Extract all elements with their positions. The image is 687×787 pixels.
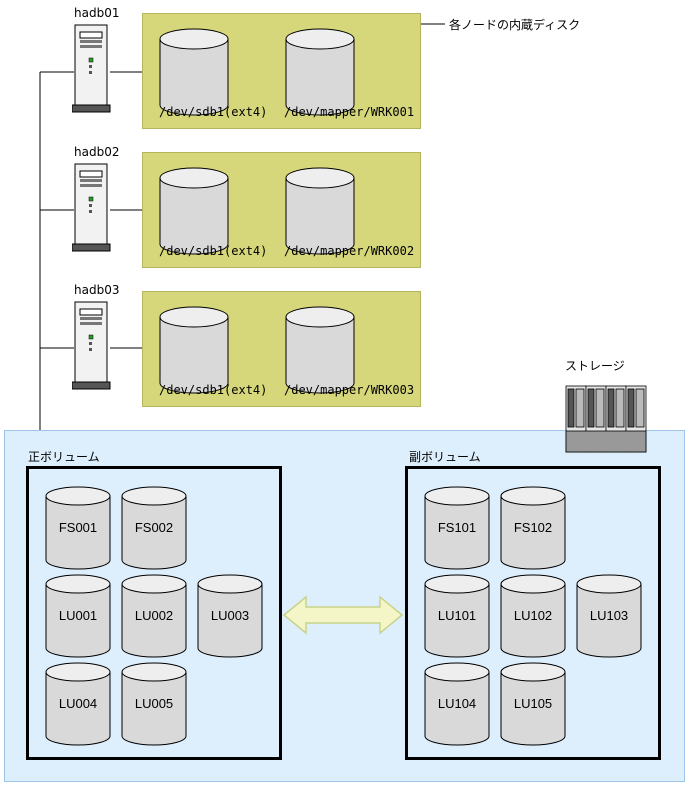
volume-cylinder: LU001: [44, 574, 112, 662]
volume-label: LU101: [437, 608, 477, 623]
volume-cylinder: LU103: [575, 574, 643, 662]
volume-cylinder: LU102: [499, 574, 567, 662]
node-internal-disks-hadb03: /dev/sdb1(ext4) /dev/mapper/WRK003: [142, 291, 421, 407]
volume-label: FS002: [134, 520, 174, 535]
storage-label: ストレージ: [565, 359, 625, 373]
server-icon: [72, 301, 111, 390]
server-icon: [72, 163, 111, 252]
internal-disk-label: 各ノードの内蔵ディスク: [449, 18, 581, 32]
disk-icon: [285, 167, 355, 255]
volume-label: FS001: [58, 520, 98, 535]
volume-cylinder: FS101: [423, 486, 491, 574]
disk-icon: [159, 306, 229, 394]
volume-cylinder: FS002: [120, 486, 188, 574]
volume-label: LU103: [589, 608, 629, 623]
server-icon: [72, 24, 111, 113]
disk-icon: [159, 167, 229, 255]
node-internal-disks-hadb02: /dev/sdb1(ext4) /dev/mapper/WRK002: [142, 152, 421, 268]
volume-label: LU003: [210, 608, 250, 623]
volume-cylinder: LU101: [423, 574, 491, 662]
node-name-hadb01: hadb01: [74, 6, 120, 20]
disk-label: /dev/sdb1(ext4): [159, 383, 268, 397]
volume-label: LU104: [437, 696, 477, 711]
volume-cylinder: LU002: [120, 574, 188, 662]
secondary-volume-label: 副ボリューム: [409, 450, 481, 464]
node-name-hadb02: hadb02: [74, 145, 120, 159]
disk-icon: [285, 306, 355, 394]
disk-label: /dev/mapper/WRK003: [284, 383, 415, 397]
volume-label: LU002: [134, 608, 174, 623]
volume-label: LU005: [134, 696, 174, 711]
storage-device-icon: [565, 385, 647, 453]
disk-label: /dev/mapper/WRK001: [284, 105, 415, 119]
volume-cylinder: LU004: [44, 662, 112, 750]
node-internal-disks-hadb01: /dev/sdb1(ext4) /dev/mapper/WRK001: [142, 13, 421, 129]
volume-cylinder: LU005: [120, 662, 188, 750]
volume-label: LU105: [513, 696, 553, 711]
disk-label: /dev/sdb1(ext4): [159, 244, 268, 258]
volume-label: FS101: [437, 520, 477, 535]
volume-cylinder: LU104: [423, 662, 491, 750]
volume-cylinder: LU003: [196, 574, 264, 662]
disk-label: /dev/mapper/WRK002: [284, 244, 415, 258]
disk-icon: [159, 28, 229, 116]
volume-label: LU102: [513, 608, 553, 623]
disk-icon: [285, 28, 355, 116]
node-name-hadb03: hadb03: [74, 283, 120, 297]
volume-label: FS102: [513, 520, 553, 535]
volume-label: LU001: [58, 608, 98, 623]
volume-label: LU004: [58, 696, 98, 711]
disk-label: /dev/sdb1(ext4): [159, 105, 268, 119]
replication-arrow: [282, 595, 404, 635]
volume-cylinder: FS001: [44, 486, 112, 574]
volume-cylinder: FS102: [499, 486, 567, 574]
primary-volume-label: 正ボリューム: [28, 450, 100, 464]
volume-cylinder: LU105: [499, 662, 567, 750]
